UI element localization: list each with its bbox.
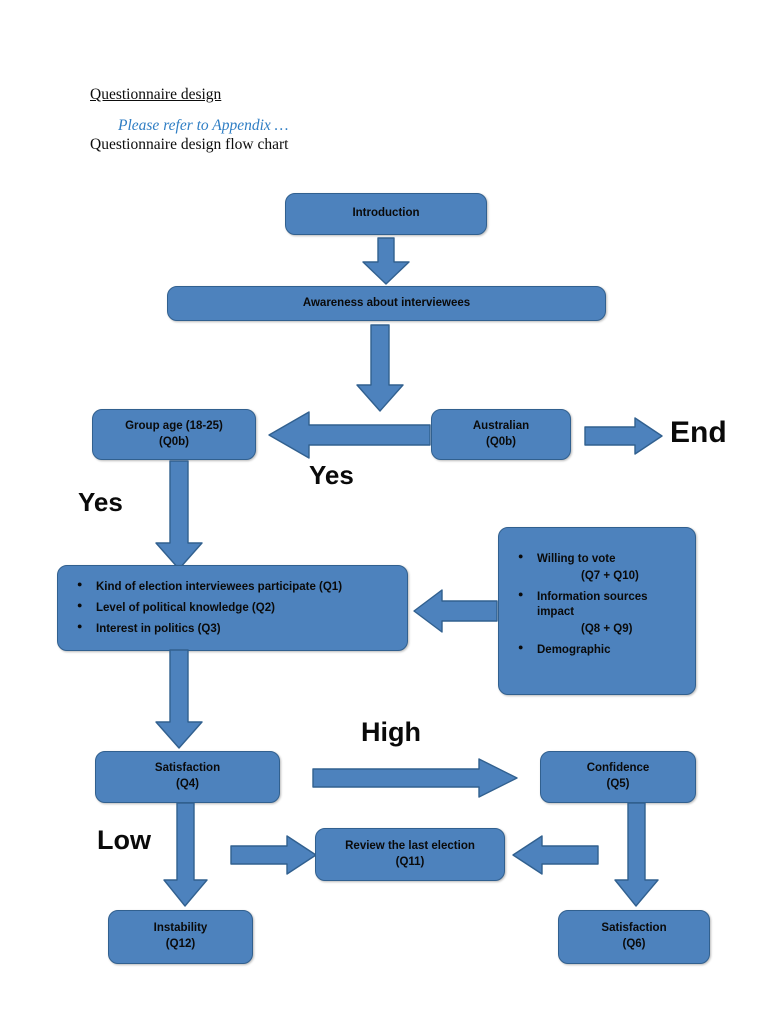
node-satisfaction-q4-line1: Satisfaction — [154, 762, 221, 775]
label-yes-australian: Yes — [309, 460, 354, 490]
arrow-australian-to-end — [584, 417, 663, 455]
node-topics-right: Willing to vote (Q7 + Q10) Information s… — [498, 527, 696, 695]
node-instability-q12-line1: Instability — [153, 922, 208, 935]
arrow-confidence-to-satisfaction-q6 — [612, 802, 662, 908]
page-title: Questionnaire design — [90, 86, 222, 103]
arrow-topics-to-satisfaction-q4 — [152, 649, 206, 750]
arrow-australian-to-group-age — [268, 409, 432, 461]
arrow-satisfaction-to-confidence — [312, 758, 518, 798]
node-group-age: Group age (18-25) (Q0b) — [92, 409, 256, 460]
topics-left-list: Kind of election interviewees participat… — [70, 579, 397, 637]
node-satisfaction-q4: Satisfaction (Q4) — [95, 751, 280, 803]
node-end-label: End — [670, 416, 727, 449]
node-australian-line1: Australian — [472, 419, 530, 432]
node-review-q11-line2: (Q11) — [395, 855, 425, 868]
label-yes-group-age: Yes — [78, 487, 123, 517]
list-item: Kind of election interviewees participat… — [77, 579, 397, 595]
list-item: Willing to vote (Q7 + Q10) — [518, 551, 685, 584]
list-item: Information sources impact (Q8 + Q9) — [518, 589, 685, 637]
label-high: High — [361, 717, 421, 747]
arrow-confidence-to-review — [512, 834, 599, 876]
list-item: Level of political knowledge (Q2) — [77, 600, 397, 616]
node-satisfaction-q6-line1: Satisfaction — [601, 922, 667, 935]
node-satisfaction-q6-line2: (Q6) — [622, 938, 646, 950]
node-topics-left: Kind of election interviewees participat… — [57, 565, 408, 651]
node-confidence-q5-line1: Confidence — [586, 762, 650, 775]
node-confidence-q5: Confidence (Q5) — [540, 751, 696, 803]
arrow-satisfaction-to-instability — [161, 802, 211, 908]
list-item: Demographic — [518, 642, 685, 658]
arrow-topics-right-to-left — [413, 588, 498, 634]
node-awareness-label: Awareness about interviewees — [302, 296, 471, 309]
node-group-age-line2: (Q0b) — [158, 435, 190, 448]
node-awareness: Awareness about interviewees — [167, 286, 606, 321]
node-satisfaction-q6: Satisfaction (Q6) — [558, 910, 710, 964]
appendix-note: Please refer to Appendix … — [118, 117, 289, 134]
topics-right-list: Willing to vote (Q7 + Q10) Information s… — [511, 551, 685, 658]
arrow-introduction-to-awareness — [359, 237, 413, 286]
list-item: Interest in politics (Q3) — [77, 621, 397, 637]
node-instability-q12-line2: (Q12) — [165, 938, 196, 950]
node-satisfaction-q4-line2: (Q4) — [176, 778, 199, 790]
node-review-q11-line1: Review the last election — [345, 839, 475, 852]
node-confidence-q5-line2: (Q5) — [606, 778, 630, 790]
arrow-group-age-to-topics — [152, 460, 206, 571]
page-subtitle: Questionnaire design flow chart — [90, 136, 289, 153]
node-introduction: Introduction — [285, 193, 487, 235]
node-group-age-line1: Group age (18-25) — [125, 419, 223, 432]
node-australian-line2: (Q0b) — [485, 435, 517, 448]
node-australian: Australian (Q0b) — [431, 409, 571, 460]
label-low: Low — [97, 825, 151, 855]
node-introduction-label: Introduction — [352, 207, 420, 220]
arrow-awareness-to-australian — [353, 324, 407, 413]
node-review-q11: Review the last election (Q11) — [315, 828, 505, 881]
arrow-low-to-review — [230, 834, 317, 876]
node-instability-q12: Instability (Q12) — [108, 910, 253, 964]
